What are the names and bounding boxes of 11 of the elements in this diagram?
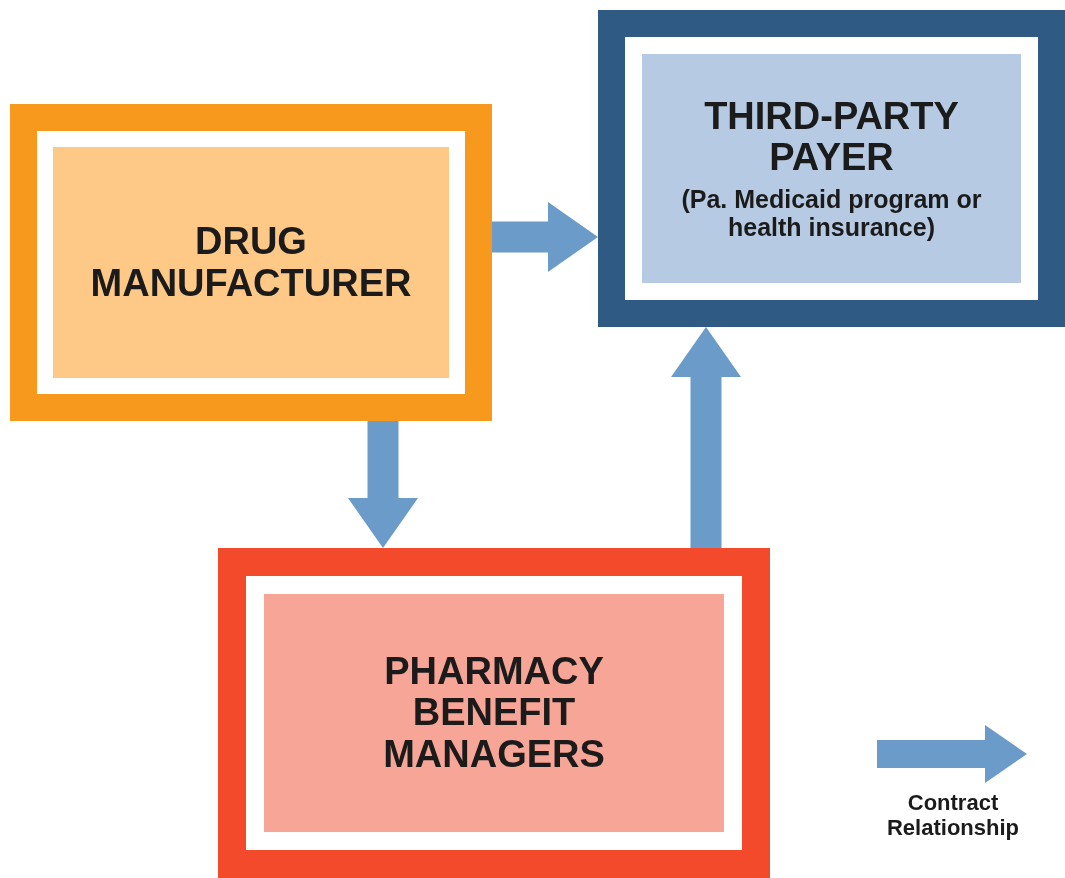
box-title: PHARMACY BENEFIT MANAGERS: [382, 651, 606, 775]
process-box: [10, 104, 492, 421]
legend-label: Contract Relationship: [886, 790, 1020, 841]
box-subtitle: (Pa. Medicaid program or health insurance): [680, 186, 983, 242]
process-box: [598, 10, 1065, 327]
box-title: THIRD-PARTY PAYER: [703, 95, 960, 179]
block-arrow: [348, 421, 418, 548]
block-arrow: [671, 327, 741, 548]
process-box: [218, 548, 770, 878]
block-arrow: [492, 202, 598, 272]
box-title: DRUG MANUFACTURER: [89, 221, 413, 304]
